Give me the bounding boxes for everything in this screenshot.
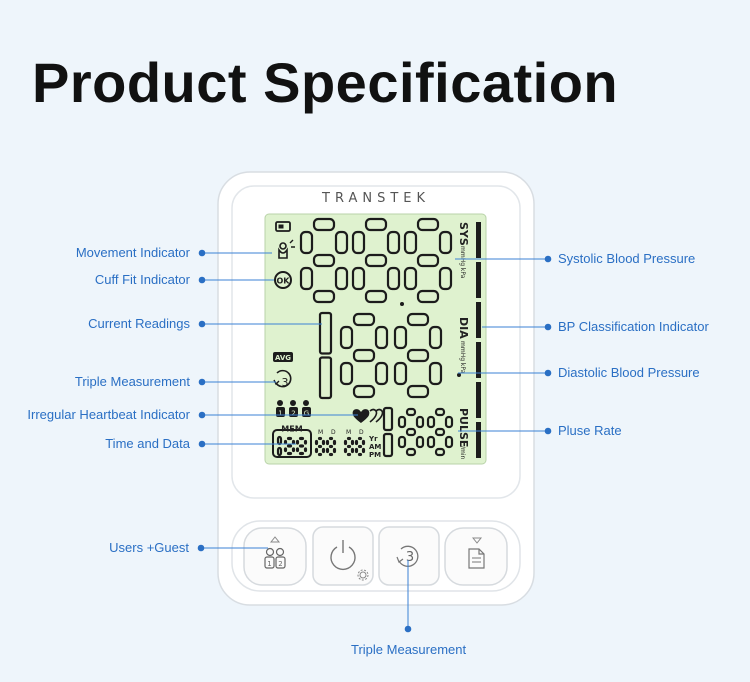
dia-digit-2 xyxy=(339,312,389,399)
dia-label: DIA mmHg kPa xyxy=(457,317,470,374)
decimal-point-1 xyxy=(400,302,404,306)
triple-measure-icon: 3 xyxy=(396,545,419,567)
month-label: M xyxy=(318,429,323,436)
time-digit-4 xyxy=(354,436,366,457)
month-label-2: M xyxy=(346,429,351,436)
svg-text:2: 2 xyxy=(291,410,295,418)
users-icon: 1 2 xyxy=(264,547,286,569)
pulse-label: PULSE /min xyxy=(457,408,470,460)
day-label-2: D xyxy=(359,429,364,436)
time-digit-1 xyxy=(314,436,326,457)
pm-label: PM xyxy=(369,451,381,459)
label-triple-measurement-left: Triple Measurement xyxy=(74,374,190,389)
pulse-digit-3 xyxy=(426,407,454,457)
label-triple-measurement-bottom: Triple Measurement xyxy=(351,642,467,657)
label-current-readings: Current Readings xyxy=(88,316,190,331)
svg-text:1: 1 xyxy=(267,560,271,568)
callout-dots xyxy=(197,249,552,633)
svg-text:mmHg kPa: mmHg kPa xyxy=(459,246,466,279)
label-diastolic: Diastolic Blood Pressure xyxy=(558,365,700,380)
label-bp-classification: BP Classification Indicator xyxy=(558,319,709,334)
sys-digit-1 xyxy=(299,217,349,304)
bp-classification-bar xyxy=(476,222,481,458)
label-time-and-data: Time and Data xyxy=(105,436,190,451)
memory-button[interactable] xyxy=(444,527,508,586)
power-button[interactable] xyxy=(312,526,374,586)
sys-label: SYS mmHg kPa xyxy=(457,222,470,279)
avg-badge: AVG xyxy=(273,352,293,362)
triple-measure-lcd-icon: 3 xyxy=(273,369,292,389)
triple-measure-button[interactable]: 3 xyxy=(378,526,440,586)
svg-text:mmHg kPa: mmHg kPa xyxy=(459,341,466,374)
label-irregular-heartbeat: Irregular Heartbeat Indicator xyxy=(27,407,190,422)
brand-logo: TRANSTEK xyxy=(321,191,430,206)
svg-text:DIA: DIA xyxy=(457,317,470,339)
svg-text:3: 3 xyxy=(282,376,289,389)
svg-text:PULSE: PULSE xyxy=(457,408,470,447)
svg-text:OK: OK xyxy=(277,277,291,286)
svg-text:3: 3 xyxy=(406,550,414,565)
svg-text:G: G xyxy=(304,410,309,418)
memory-icon xyxy=(468,548,485,569)
dia-digit-1 xyxy=(318,311,333,400)
page-title: Product Specification xyxy=(32,51,619,114)
label-movement-indicator: Movement Indicator xyxy=(75,245,190,260)
sys-digit-2 xyxy=(351,217,401,304)
label-systolic: Systolic Blood Pressure xyxy=(558,251,696,266)
label-users-guest: Users +Guest xyxy=(109,540,189,555)
mem-digit-3 xyxy=(295,436,308,456)
dia-digit-3 xyxy=(393,312,443,399)
time-digit-2 xyxy=(325,436,337,457)
time-digit-3 xyxy=(343,436,355,457)
am-label: AM xyxy=(369,443,381,451)
svg-text:MEM: MEM xyxy=(281,425,302,434)
user-button[interactable]: 1 2 xyxy=(243,527,307,586)
movement-icon xyxy=(275,221,291,232)
svg-text:/min: /min xyxy=(459,446,466,460)
svg-text:AVG: AVG xyxy=(275,354,291,362)
label-cuff-fit-indicator: Cuff Fit Indicator xyxy=(94,272,190,287)
pulse-digit-2 xyxy=(397,407,425,457)
svg-text:2: 2 xyxy=(278,560,282,568)
pulse-digit-1 xyxy=(382,406,394,458)
label-pulse-rate: Pluse Rate xyxy=(558,423,622,438)
year-label: Yr xyxy=(368,435,378,443)
day-label: D xyxy=(331,429,336,436)
ok-icon: OK xyxy=(274,271,292,289)
decimal-point-2 xyxy=(457,373,461,377)
power-icon xyxy=(330,540,356,571)
callout-lines xyxy=(203,252,547,628)
cuff-fit-icon-top xyxy=(278,239,295,259)
svg-text:SYS: SYS xyxy=(457,222,470,246)
segment-digits xyxy=(276,217,461,458)
svg-text:1: 1 xyxy=(278,410,282,418)
heart-icon xyxy=(352,408,384,423)
sys-digit-3 xyxy=(403,217,453,304)
gear-icon xyxy=(357,569,369,581)
